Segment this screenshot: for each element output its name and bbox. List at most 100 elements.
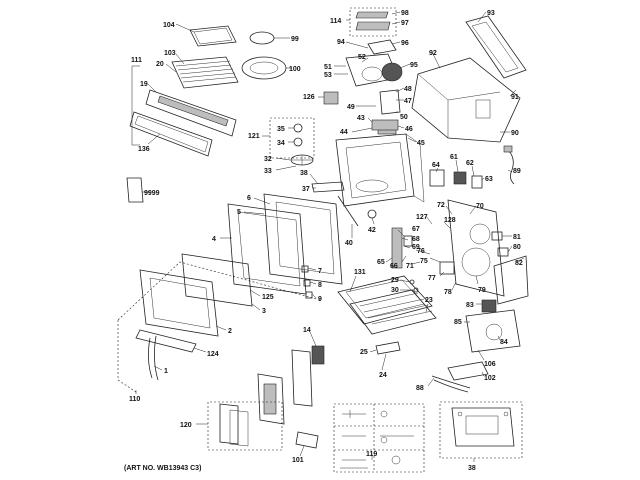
label-7: 7: [318, 268, 322, 275]
label-72: 72: [437, 202, 445, 209]
label-44: 44: [340, 129, 348, 136]
label-46: 46: [405, 126, 413, 133]
leader-lines: [135, 11, 525, 462]
part-52-53-fan-motor: [345, 53, 403, 87]
label-83: 83: [466, 302, 474, 309]
label-82: 82: [515, 260, 523, 267]
part-131-grease-filter-frame: [337, 275, 433, 325]
part-35-34-components: [293, 123, 303, 147]
label-114: 114: [330, 18, 341, 25]
label-47: 47: [404, 98, 412, 105]
part-5-6-door-screen: [263, 193, 343, 285]
label-98: 98: [401, 10, 409, 17]
part-7-9-latches: [301, 265, 313, 299]
label-51: 51: [324, 64, 332, 71]
label-14: 14: [303, 327, 311, 334]
label-110: 110: [129, 396, 140, 403]
part-124-handle: [135, 329, 197, 353]
art-number-caption: (ART NO. WB13943 C3): [124, 465, 201, 472]
label-120: 120: [180, 422, 192, 429]
part-23-vent-grille: [349, 289, 437, 335]
part-100-turntable: [241, 56, 287, 80]
label-48: 48: [404, 86, 412, 93]
label-102: 102: [484, 375, 496, 382]
part-64-63-components: [429, 169, 483, 189]
part-99-ring: [249, 31, 275, 45]
part-4-door-frame: [227, 203, 307, 295]
part-119-hardware-box: [333, 403, 425, 473]
part-38-37-panel: [311, 181, 345, 193]
part-40-rod: [337, 195, 359, 227]
part-104-filter: [189, 25, 237, 47]
part-32-turntable-support: [290, 154, 314, 166]
part-9999-manual: [126, 177, 144, 203]
label-85: 85: [454, 319, 462, 326]
part-42-coupler: [367, 209, 377, 219]
part-121-dashed-box: [269, 117, 315, 159]
label-33: 33: [264, 168, 272, 175]
part-126-vent: [323, 91, 339, 105]
label-3: 3: [262, 308, 266, 315]
label-9999: 9999: [144, 190, 160, 197]
part-14-board: [311, 345, 325, 365]
label-97: 97: [401, 20, 409, 27]
label-49: 49: [347, 104, 355, 111]
label-90: 90: [511, 130, 519, 137]
label-103: 103: [164, 50, 176, 57]
label-131: 131: [354, 269, 366, 276]
label-89: 89: [513, 168, 521, 175]
label-20: 20: [156, 61, 164, 68]
label-24: 24: [379, 372, 387, 379]
label-40: 40: [345, 240, 353, 247]
label-37: 37: [302, 186, 310, 193]
label-2: 2: [228, 328, 232, 335]
part-25-24-light-lens: [375, 341, 401, 355]
label-19: 19: [140, 81, 148, 88]
label-70: 70: [476, 203, 484, 210]
label-53: 53: [324, 72, 332, 79]
label-100: 100: [289, 66, 301, 73]
part-82-plate: [493, 255, 529, 305]
part-88-wire-harness: [431, 375, 471, 393]
part-92-outer-case: [411, 57, 521, 143]
label-6: 6: [247, 195, 251, 202]
label-88: 88: [416, 385, 424, 392]
label-45: 45: [417, 140, 425, 147]
part-111-group-bracket: [131, 65, 140, 146]
label-66: 66: [390, 263, 398, 270]
label-23: 23: [425, 297, 433, 304]
label-104: 104: [163, 22, 175, 29]
part-2-door-outer: [139, 269, 219, 337]
label-42: 42: [368, 227, 376, 234]
label-8: 8: [318, 282, 322, 289]
part-89-90-cord: [503, 145, 515, 185]
callout-labels: 104 99 103 100 111 20 19 136 9999 126 12…: [129, 10, 523, 472]
label-1: 1: [164, 368, 168, 375]
part-control-board: [257, 349, 313, 425]
label-29: 29: [391, 277, 399, 284]
part-94-96-plates: [367, 39, 397, 55]
label-71: 71: [406, 263, 414, 270]
part-cavity: [335, 133, 425, 207]
label-94: 94: [337, 39, 345, 46]
part-43-45-filters: [371, 119, 399, 131]
label-76-upper: 76: [417, 248, 425, 255]
label-80: 80: [513, 244, 521, 251]
label-128: 128: [444, 217, 456, 224]
label-99: 99: [291, 36, 299, 43]
label-61: 61: [450, 154, 458, 161]
label-92: 92: [429, 50, 437, 57]
part-101-card: [295, 431, 319, 449]
label-78: 78: [444, 289, 452, 296]
label-63: 63: [485, 176, 493, 183]
part-38-dashed-box: [439, 401, 523, 459]
label-95: 95: [410, 62, 418, 69]
label-4: 4: [212, 236, 216, 243]
label-81: 81: [513, 234, 521, 241]
label-77: 77: [428, 275, 436, 282]
label-91: 91: [511, 94, 519, 101]
label-84: 84: [500, 339, 508, 346]
label-38-bottom: 38: [468, 465, 476, 472]
